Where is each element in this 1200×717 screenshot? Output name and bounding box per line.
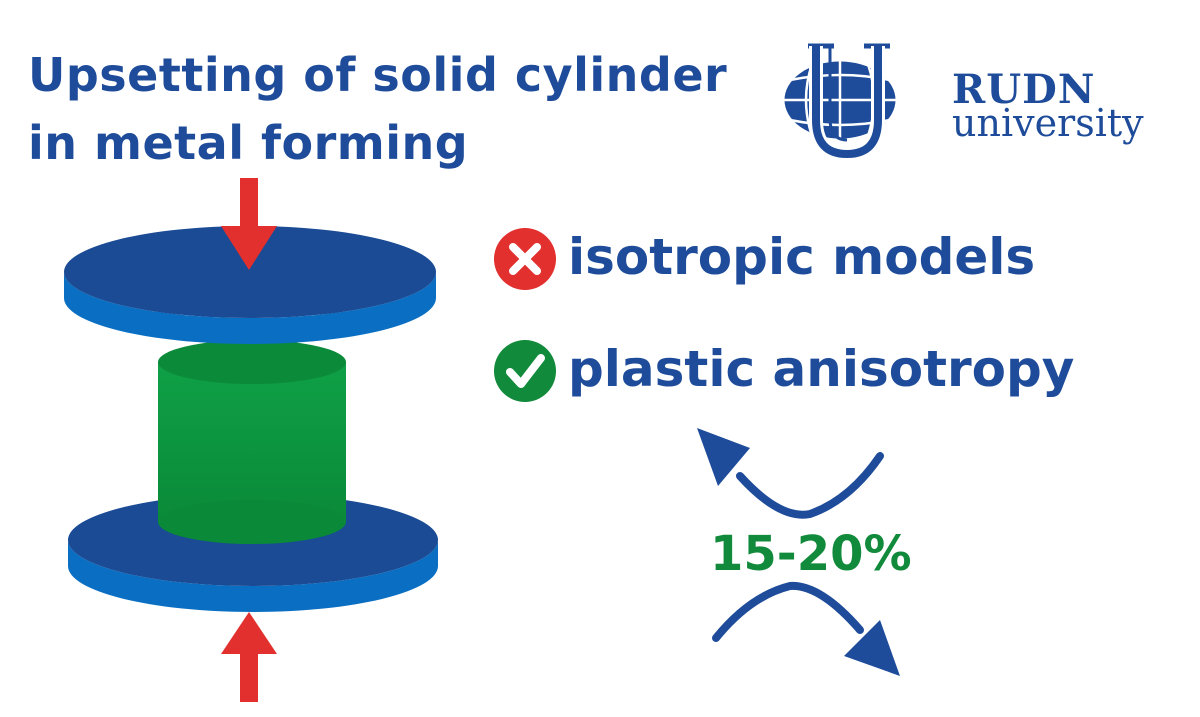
top-force-arrow — [221, 178, 277, 270]
cylinder-workpiece — [158, 340, 346, 544]
logo-subname: university — [952, 101, 1144, 145]
difference-percentage: 15-20% — [710, 526, 912, 582]
rudn-u-letter-icon — [808, 43, 890, 162]
check-circle-icon — [494, 340, 556, 402]
curved-arrow-down-icon — [712, 581, 900, 676]
claim-plastic-anisotropy: plastic anisotropy — [568, 340, 1075, 398]
bottom-die — [68, 494, 438, 612]
bottom-force-arrow — [221, 612, 277, 702]
top-die — [64, 226, 436, 344]
curved-arrow-up-icon — [697, 428, 884, 519]
logo-name: RUDN — [952, 66, 1096, 113]
rudn-globe-icon — [781, 58, 899, 142]
title-line-2: in metal forming — [28, 116, 469, 170]
x-circle-icon — [494, 228, 556, 290]
title-line-1: Upsetting of solid cylinder — [28, 48, 728, 102]
claim-isotropic-models: isotropic models — [568, 228, 1036, 286]
